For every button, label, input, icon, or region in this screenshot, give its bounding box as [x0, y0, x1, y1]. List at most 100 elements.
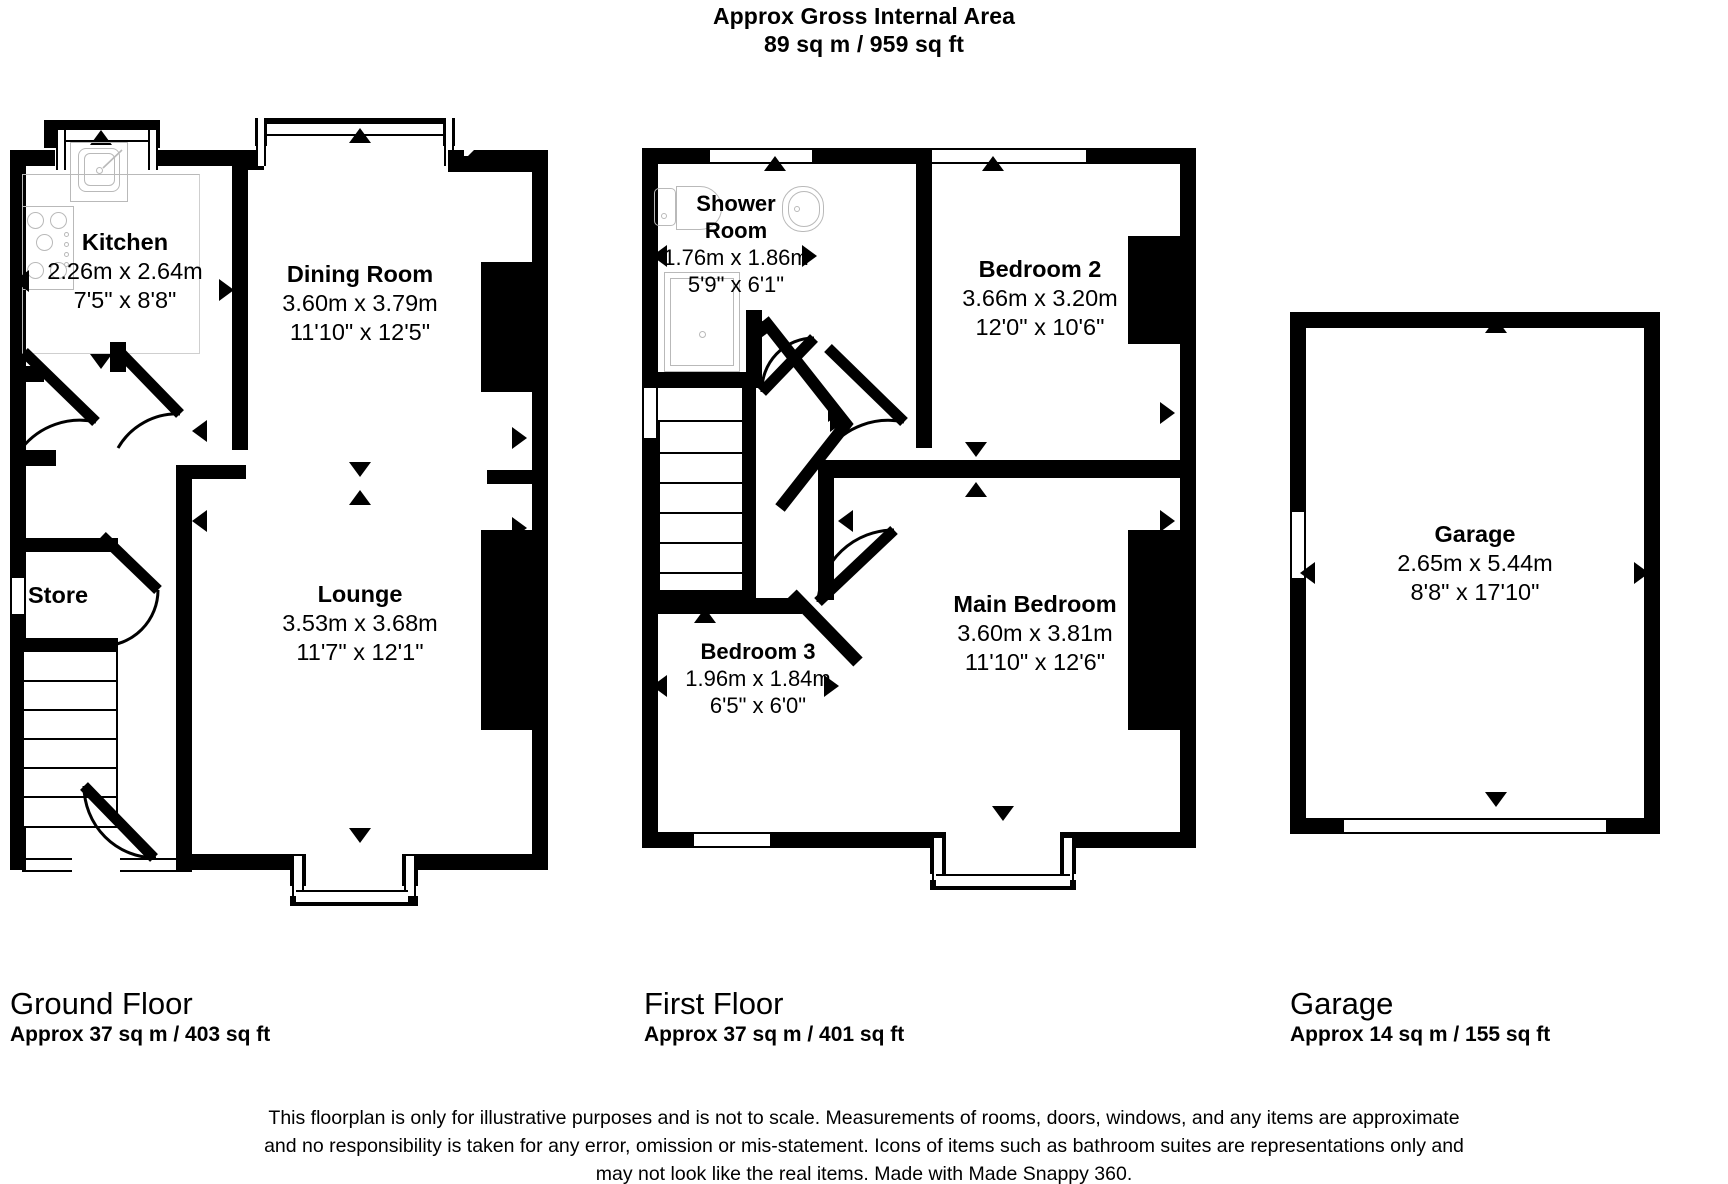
- wall-segment: [532, 156, 548, 856]
- wall-segment: [412, 854, 548, 870]
- door-swing: [824, 344, 908, 451]
- room-dimension-metric: 1.76m x 1.86m: [663, 245, 809, 270]
- shower-waste-icon: [699, 331, 706, 338]
- room-label-garage: Garage 2.65m x 5.44m 8'8" x 17'10": [1320, 520, 1630, 607]
- room-label-dining-room: Dining Room 3.60m x 3.79m 11'10" x 12'5": [210, 260, 510, 347]
- sink-icon: [70, 142, 128, 202]
- wall-segment: [742, 388, 756, 602]
- wall-segment: [1644, 312, 1660, 834]
- wall-segment: [642, 598, 658, 848]
- window: [936, 874, 1070, 888]
- direction-arrow: [349, 828, 371, 843]
- window: [444, 118, 454, 166]
- ground-floor-caption: Ground Floor Approx 37 sq m / 403 sq ft: [10, 986, 270, 1048]
- room-dimension-metric: 3.66m x 3.20m: [962, 285, 1118, 311]
- door-swing: [20, 348, 100, 449]
- wall-segment: [770, 832, 946, 848]
- chimney-breast: [1128, 530, 1180, 730]
- direction-arrow: [1485, 792, 1507, 807]
- room-name-line2: Room: [704, 218, 768, 243]
- room-dimension-metric: 3.60m x 3.81m: [957, 620, 1113, 646]
- window: [56, 120, 66, 170]
- window: [932, 148, 1086, 164]
- first-floor-caption: First Floor Approx 37 sq m / 401 sq ft: [644, 986, 904, 1048]
- room-dimension-metric: 2.65m x 5.44m: [1397, 550, 1553, 576]
- disclaimer: This floorplan is only for illustrative …: [0, 1104, 1728, 1184]
- hob-control-icon: [64, 252, 69, 257]
- direction-arrow: [1160, 402, 1175, 424]
- room-dimension-metric: 3.53m x 3.68m: [282, 610, 438, 636]
- landing-walls: [759, 316, 854, 512]
- hob-burner-icon: [50, 212, 67, 229]
- window: [1344, 818, 1606, 834]
- hob-icon: [22, 206, 74, 290]
- room-label-bedroom-3: Bedroom 3 1.96m x 1.84m 6'5" x 6'0": [658, 638, 858, 719]
- dimension-arrow: [802, 245, 817, 267]
- direction-arrow: [192, 510, 207, 532]
- dimension-arrow: [652, 675, 667, 697]
- chimney-breast: [1128, 236, 1180, 344]
- basin-plughole-icon: [794, 206, 800, 212]
- floor-caption-area: Approx 14 sq m / 155 sq ft: [1290, 1023, 1551, 1046]
- hob-burner-icon: [50, 262, 67, 279]
- wall-segment: [1290, 578, 1306, 834]
- disclaimer-line-2: and no responsibility is taken for any e…: [264, 1135, 1464, 1157]
- wall-segment: [22, 638, 118, 652]
- direction-arrow: [965, 482, 987, 497]
- window: [1290, 512, 1306, 578]
- sink-plughole-icon: [96, 167, 103, 174]
- gross-area-value: 89 sq m / 959 sq ft: [763, 31, 965, 57]
- window: [642, 388, 658, 438]
- wall-segment: [487, 470, 533, 484]
- hob-control-icon: [64, 242, 69, 247]
- room-dimension-metric: 1.96m x 1.84m: [685, 666, 831, 691]
- wall-segment: [176, 472, 192, 872]
- wall-segment: [176, 854, 304, 870]
- room-dimension-imperial: 12'0" x 10'6": [975, 314, 1105, 340]
- hob-control-icon: [64, 262, 69, 267]
- wall-segment: [642, 372, 762, 388]
- dimension-arrow: [652, 245, 667, 267]
- wall-segment: [22, 538, 118, 552]
- direction-arrow: [349, 462, 371, 477]
- room-dimension-imperial: 7'5" x 8'8": [73, 287, 177, 313]
- staircase: [658, 420, 746, 600]
- direction-arrow: [349, 490, 371, 505]
- wall-segment: [110, 342, 126, 372]
- direction-arrow: [965, 442, 987, 457]
- floor-caption-area: Approx 37 sq m / 401 sq ft: [644, 1023, 905, 1046]
- toilet-button-icon: [661, 213, 667, 219]
- hob-control-icon: [64, 232, 69, 237]
- sink-tap-icon: [102, 149, 123, 169]
- dimension-arrow: [824, 675, 839, 697]
- hob-burner-icon: [27, 212, 44, 229]
- sink-bowl-icon: [84, 153, 115, 186]
- sink-basin-icon: [78, 148, 120, 192]
- room-label-kitchen: Kitchen 2.26m x 2.64m 7'5" x 8'8": [10, 228, 240, 315]
- room-dimension-imperial: 11'10" x 12'6": [964, 649, 1106, 675]
- room-name: Bedroom 3: [700, 639, 816, 664]
- window: [694, 832, 770, 848]
- garage-caption: Garage Approx 14 sq m / 155 sq ft: [1290, 986, 1550, 1048]
- floor-caption-name: Ground Floor: [10, 986, 193, 1021]
- direction-arrow: [90, 130, 112, 145]
- gross-area-title: Approx Gross Internal Area: [712, 3, 1016, 29]
- direction-arrow: [830, 410, 845, 432]
- door-swing: [80, 782, 158, 862]
- room-name: Kitchen: [81, 229, 169, 255]
- wall-segment: [642, 148, 710, 164]
- room-name: Lounge: [317, 581, 403, 607]
- wall-segment: [642, 832, 694, 848]
- room-name: Main Bedroom: [953, 591, 1117, 617]
- chimney-breast: [481, 530, 533, 730]
- room-name: Store: [28, 582, 89, 608]
- wall-segment: [1290, 312, 1660, 328]
- wall-segment: [10, 852, 26, 870]
- direction-arrow: [1160, 510, 1175, 532]
- toilet-cistern-icon: [654, 188, 676, 226]
- wall-segment: [818, 460, 1196, 478]
- first-floor-plan: Shower Room 1.76m x 1.86m 5'9" x 6'1": [630, 90, 1230, 890]
- garage-plan: Garage 2.65m x 5.44m 8'8" x 17'10": [1280, 90, 1700, 880]
- wall-segment: [232, 150, 248, 450]
